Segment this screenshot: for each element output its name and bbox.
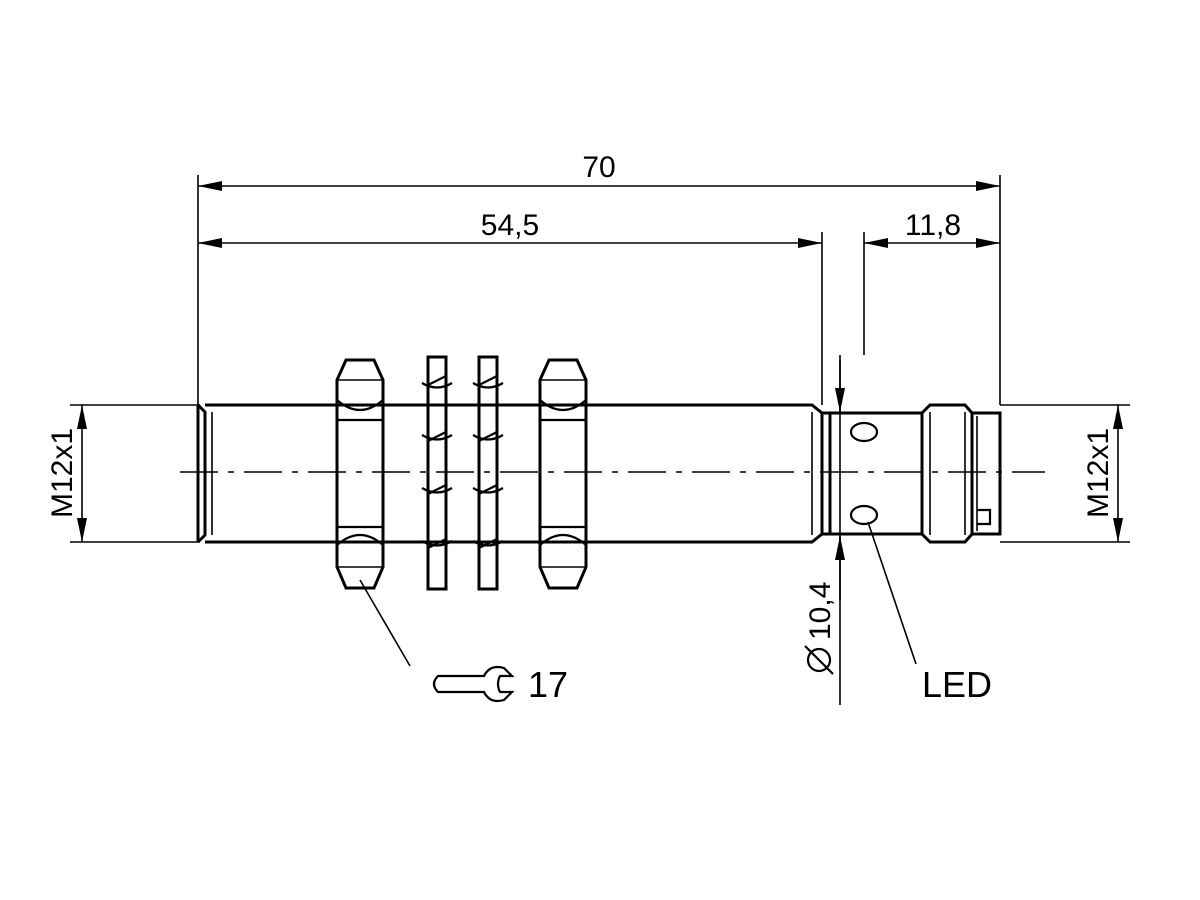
overall-length-label: 70 bbox=[582, 151, 615, 184]
led-window-bottom bbox=[849, 504, 879, 526]
thread-left-label: M12x1 bbox=[46, 428, 79, 518]
hex-nut-left bbox=[335, 358, 385, 590]
dimension-lines bbox=[77, 181, 1123, 600]
diameter-label: 10,4 bbox=[804, 582, 837, 675]
led-leader-line bbox=[867, 521, 917, 665]
wrench-leader-line bbox=[359, 579, 411, 667]
thread-right-label: M12x1 bbox=[1082, 428, 1115, 518]
connector-length-label: 11,8 bbox=[905, 209, 961, 242]
sensor-body bbox=[196, 403, 1002, 544]
led-window-top bbox=[849, 421, 879, 443]
wrench-icon bbox=[432, 665, 515, 703]
svg-text:10,4: 10,4 bbox=[804, 582, 837, 640]
threaded-barrel bbox=[196, 403, 824, 544]
connector-plug bbox=[972, 411, 1002, 536]
thread-length-label: 54,5 bbox=[481, 209, 539, 242]
hex-nut-right bbox=[538, 358, 588, 590]
led-label: LED bbox=[922, 664, 992, 705]
lock-washer-right bbox=[472, 355, 504, 591]
wrench-size-label: 17 bbox=[528, 664, 568, 705]
diameter-symbol bbox=[806, 647, 832, 673]
lock-washer-left bbox=[421, 355, 453, 591]
